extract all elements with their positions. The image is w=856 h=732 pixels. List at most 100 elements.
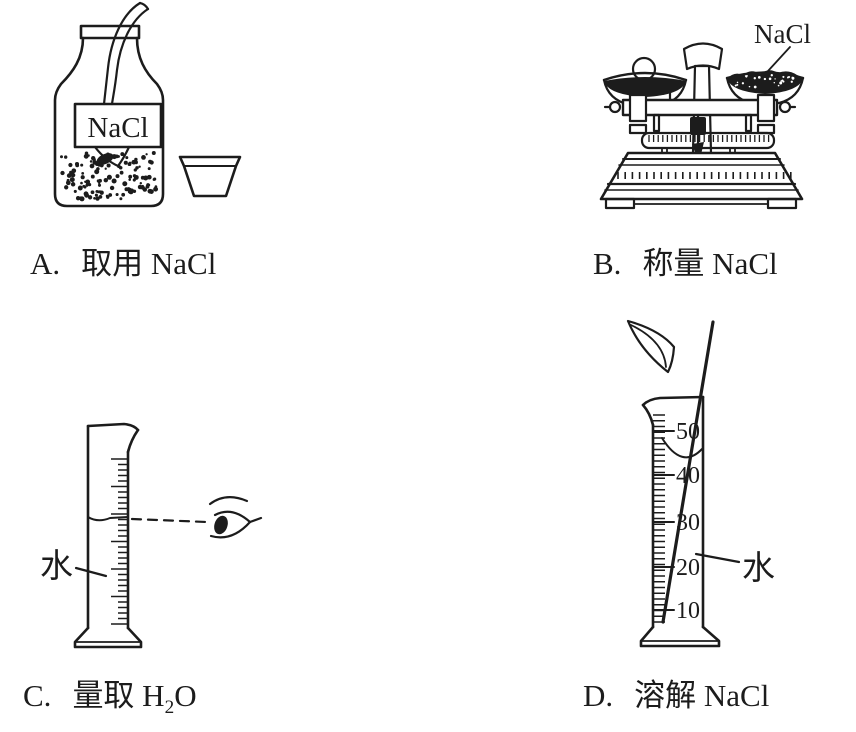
granule-dot: [77, 185, 83, 191]
graduation-ticks: [111, 458, 128, 625]
pan-substance-label: NaCl: [754, 19, 811, 49]
granule-dot: [773, 81, 776, 84]
water-label-leader: [74, 566, 108, 578]
granule-dot: [791, 76, 794, 79]
granule-dot: [745, 75, 748, 78]
granule-dot: [119, 197, 123, 201]
granule-dot: [108, 193, 113, 197]
granule-dot: [97, 183, 102, 187]
balance-scale-illustration: NaCl: [599, 19, 811, 210]
granule-dot: [84, 192, 90, 198]
glass-stirring-rod: [661, 320, 715, 624]
granule-dot: [109, 185, 115, 191]
granule-dot: [82, 184, 86, 188]
caption-c-letter: C.: [23, 678, 52, 713]
granule-dot: [736, 81, 739, 84]
balance-base: [599, 151, 804, 210]
granule-dot: [96, 167, 100, 171]
right-balance-nut: [756, 123, 776, 135]
caption-d: D.溶解 NaCl: [583, 670, 769, 715]
granule-dot: [80, 181, 83, 185]
cylinder-base: [73, 626, 143, 649]
eyebrow: [208, 496, 249, 506]
granule-dot: [148, 159, 153, 164]
granule-dot: [95, 196, 100, 201]
bottle-cap: [178, 155, 242, 198]
granule-dot: [64, 185, 69, 190]
granule-dot: [123, 160, 128, 165]
water-label-leader: [694, 552, 741, 564]
granule-dot: [147, 167, 151, 171]
granule-dot: [79, 196, 85, 202]
granule-dot: [60, 170, 65, 176]
granule-dot: [125, 156, 129, 160]
water-label: 水: [742, 550, 775, 587]
granule-dot: [81, 172, 85, 175]
ruler-ticks: [648, 135, 770, 142]
scale-50: 50: [676, 419, 700, 445]
cylinder-base: [639, 625, 721, 648]
eye-icon: [208, 496, 263, 539]
weight-knob: [631, 56, 657, 82]
granule-dot: [151, 151, 156, 155]
granule-dot: [96, 162, 102, 167]
caption-d-title: 溶解 NaCl: [634, 678, 770, 713]
granule-dot: [114, 154, 119, 159]
base-hatch: [617, 172, 792, 179]
granule-dot: [99, 190, 104, 195]
granule-dot: [768, 77, 772, 81]
label-leader-line: [767, 46, 791, 72]
right-pan-clamp: [756, 93, 776, 123]
granule-dot: [121, 192, 126, 197]
granule-dot: [153, 177, 157, 181]
cylinder-dissolving-illustration: 50 40 30 20 10 水: [626, 319, 775, 648]
bottle-body: [53, 36, 165, 208]
folded-paper-icon: [626, 319, 676, 374]
right-pan: [725, 70, 805, 105]
granule-dot: [85, 179, 91, 185]
left-pan-rim: [602, 71, 688, 82]
granule-dot: [120, 152, 125, 157]
balance-beam: [603, 93, 797, 135]
scale-40: 40: [676, 463, 700, 489]
granule-dot: [133, 174, 139, 180]
granule-dot: [138, 165, 141, 168]
panel-d-dissolve-nacl: 50 40 30 20 10 水 D.溶解 NaCl: [428, 300, 856, 732]
cylinder-spout: [641, 403, 655, 427]
scale-10: 10: [676, 598, 700, 624]
panel-c-measure-water: 水 C.量取 H2O: [0, 300, 428, 732]
cylinder-rim: [86, 422, 140, 432]
granule-dot: [143, 175, 149, 181]
caption-b: B.称量 NaCl: [593, 238, 778, 283]
granule-dot: [85, 183, 89, 187]
granule-dot: [87, 182, 92, 187]
granule-dot: [141, 155, 146, 160]
granule-dot: [741, 82, 745, 85]
granule-dot: [75, 163, 80, 168]
granule-dot: [117, 164, 121, 169]
pupil: [214, 515, 228, 535]
granule-dot: [134, 157, 138, 162]
caption-b-letter: B.: [593, 246, 622, 281]
granule-dot: [90, 190, 95, 195]
graduated-cylinder-reading-illustration: 水: [40, 422, 263, 649]
granule-dot: [93, 196, 96, 200]
granule-dot: [790, 80, 793, 83]
granule-dot: [71, 168, 77, 174]
nacl-granules: [60, 151, 159, 202]
granule-dot: [106, 195, 110, 199]
major-ticks: [652, 430, 675, 611]
caption-a-letter: A.: [30, 246, 61, 281]
granule-dot: [104, 167, 107, 170]
caption-a-title: 取用 NaCl: [81, 246, 217, 281]
reagent-bottle: NaCl: [53, 24, 165, 208]
granule-dot: [134, 160, 138, 165]
granule-dot: [774, 78, 776, 80]
right-pan-rim: [725, 71, 805, 80]
granule-dot: [90, 174, 95, 179]
granule-dot: [763, 77, 767, 81]
granule-dot: [65, 180, 71, 186]
granule-dot: [96, 190, 100, 194]
scale-20: 20: [676, 555, 700, 581]
